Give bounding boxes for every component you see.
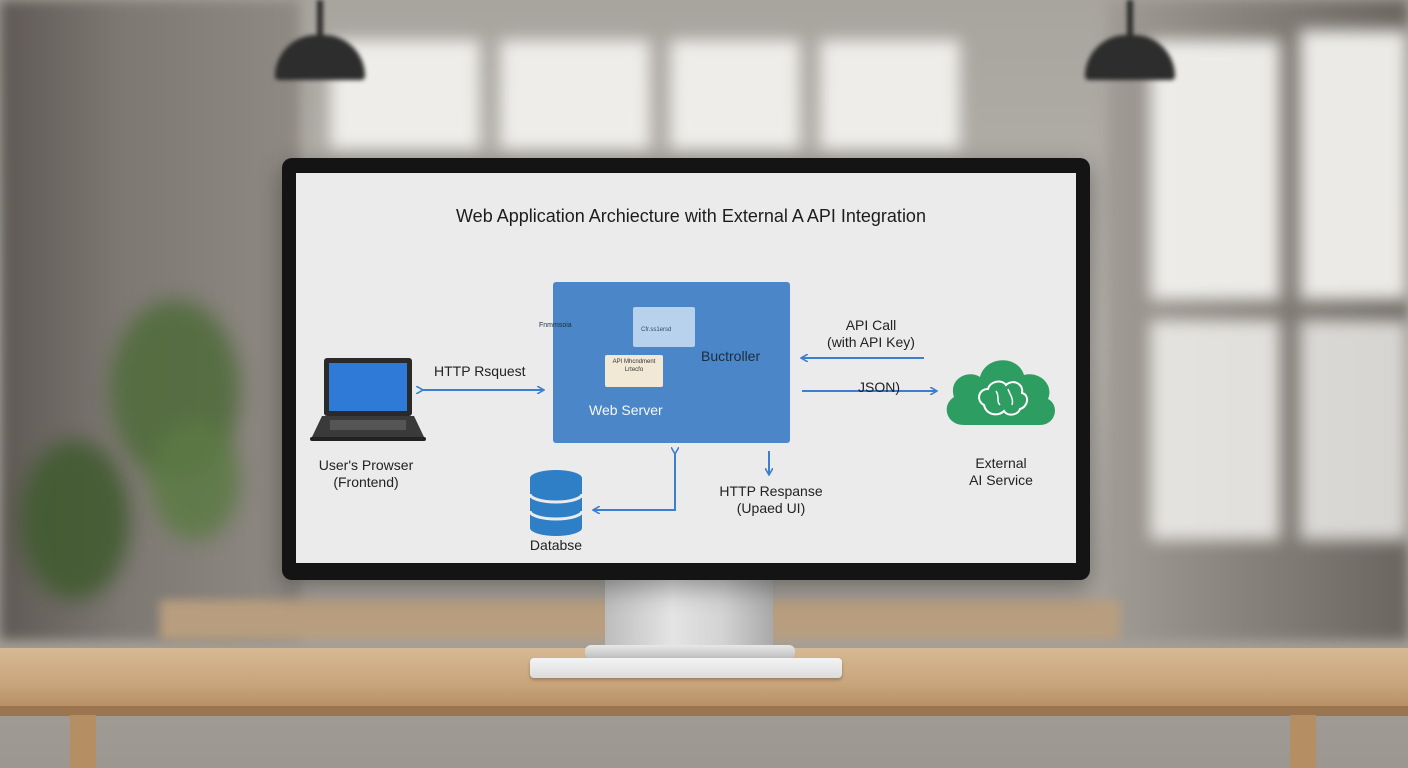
cloud-brain-icon bbox=[946, 360, 1055, 425]
desk-leg bbox=[70, 715, 96, 768]
database-icon bbox=[528, 470, 584, 536]
window-pane bbox=[1150, 40, 1280, 300]
server-inner-box-text: Cfr.ss1ersd bbox=[641, 327, 672, 333]
laptop-icon bbox=[310, 358, 426, 441]
browser-label-line1: User's Prowser bbox=[318, 457, 414, 473]
window-pane bbox=[1300, 30, 1408, 300]
server-inner-label: Fnmmsoia bbox=[539, 322, 572, 329]
http-response-label-line2: (Upaed UI) bbox=[736, 500, 806, 516]
ai-service-label: External AI Service bbox=[946, 455, 1056, 489]
plant bbox=[20, 440, 130, 600]
monitor-screen: Web Application Archiecture with Externa… bbox=[296, 173, 1076, 563]
keyboard bbox=[530, 658, 842, 678]
monitor-stand bbox=[605, 575, 773, 653]
desk-edge bbox=[0, 706, 1408, 716]
diagram-graphics bbox=[310, 173, 1055, 536]
monitor-stand-base bbox=[585, 645, 795, 659]
pendant-lamp bbox=[275, 0, 365, 80]
browser-label: User's Prowser (Frontend) bbox=[306, 457, 426, 491]
plant bbox=[150, 420, 240, 540]
diagram-title: Web Application Archiecture with Externa… bbox=[456, 206, 926, 226]
api-call-label-line1: API Call bbox=[845, 317, 897, 333]
window-pane bbox=[1150, 320, 1280, 540]
http-request-label: HTTP Rsquest bbox=[434, 363, 526, 379]
api-module-box: API Mhcndment Lrtecfo bbox=[605, 355, 663, 387]
window-pane bbox=[670, 40, 800, 150]
floor bbox=[0, 715, 1408, 768]
web-server-node: Fnmmsoia Cfr.ss1ersd API Mhcndment Lrtec… bbox=[539, 282, 790, 443]
http-response-label: HTTP Respanse (Upaed UI) bbox=[711, 483, 831, 517]
ai-service-label-line2: AI Service bbox=[969, 472, 1033, 488]
controller-label: Buctroller bbox=[701, 348, 761, 364]
ai-service-label-line1: External bbox=[975, 455, 1027, 471]
window-pane bbox=[500, 40, 650, 150]
window-pane bbox=[1300, 320, 1408, 540]
browser-label-line2: (Frontend) bbox=[333, 474, 399, 490]
pendant-lamp bbox=[1085, 0, 1175, 80]
api-call-label: API Call (with API Key) bbox=[816, 317, 926, 351]
window-pane bbox=[820, 40, 960, 150]
json-label: JSON) bbox=[858, 379, 900, 395]
http-response-label-line1: HTTP Respanse bbox=[719, 483, 823, 499]
api-call-label-line2: (with API Key) bbox=[827, 334, 915, 350]
database-label: Databse bbox=[529, 537, 583, 553]
database-link-arrow bbox=[594, 453, 675, 510]
server-inner-box: Cfr.ss1ersd bbox=[633, 307, 695, 347]
web-server-label: Web Server bbox=[589, 402, 663, 418]
desk-leg bbox=[1290, 715, 1316, 768]
